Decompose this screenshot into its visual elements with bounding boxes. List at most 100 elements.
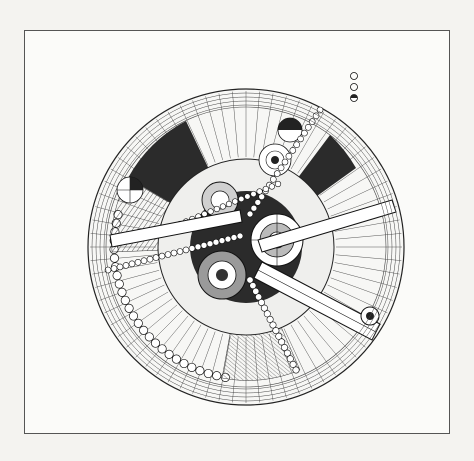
inner-bead — [289, 360, 297, 368]
inner-bead — [182, 246, 190, 254]
radial-spoke — [332, 270, 397, 288]
inner-bead — [285, 152, 293, 160]
inner-bead — [230, 234, 238, 241]
radial-spoke — [327, 284, 388, 314]
inner-bead — [218, 237, 226, 244]
inner-bead — [212, 238, 220, 246]
radial-spoke — [110, 291, 169, 326]
inner-bead — [224, 235, 232, 243]
outer-bead — [120, 295, 130, 305]
radial-spoke — [145, 315, 189, 367]
radial-spoke — [330, 193, 393, 217]
inner-bead — [238, 195, 245, 203]
radial-spoke — [167, 324, 202, 383]
radial-spoke — [323, 168, 382, 203]
inner-bead — [158, 252, 166, 260]
inner-bead — [122, 262, 130, 269]
inner-bead — [134, 258, 142, 266]
outer-bead — [203, 368, 213, 379]
radial-spoke — [205, 96, 223, 161]
inner-bead — [260, 304, 268, 312]
outer-bead — [124, 303, 134, 313]
radial-spoke — [290, 111, 325, 170]
inner-bead — [254, 199, 262, 206]
radial-spoke — [99, 277, 162, 301]
inner-bead — [268, 183, 276, 190]
inner-bead — [116, 263, 124, 271]
outer-bead — [133, 318, 143, 328]
diagonal-bar-lower-right — [253, 261, 381, 341]
inner-bead — [219, 203, 226, 210]
inner-bead — [246, 276, 254, 284]
radial-spoke — [192, 331, 216, 394]
inner-bead — [128, 260, 136, 268]
inner-bead — [272, 327, 280, 335]
rosette-left — [197, 250, 247, 300]
inner-bead — [213, 205, 220, 213]
outer-bead — [128, 311, 139, 321]
inner-bead — [244, 193, 251, 200]
inner-bead — [104, 266, 112, 274]
outer-bead — [139, 325, 149, 335]
inner-bead — [281, 158, 289, 166]
radial-spoke — [335, 254, 402, 261]
outer-bead — [171, 354, 181, 364]
staff-arc — [103, 104, 389, 390]
inner-bead — [273, 170, 281, 177]
staff-arc — [91, 92, 401, 402]
outer-bead — [212, 371, 222, 381]
inner-bead — [194, 243, 202, 251]
inner-bead — [188, 245, 196, 252]
staff-arc — [95, 96, 397, 398]
inner-bead — [262, 185, 269, 193]
radial-spoke — [309, 310, 357, 358]
inner-bead — [207, 208, 214, 215]
radial-spoke — [232, 91, 239, 158]
staff-arc — [99, 100, 393, 394]
radial-spoke — [297, 119, 336, 174]
radial-spoke — [156, 320, 195, 375]
inner-bead — [236, 232, 244, 240]
inner-bead — [301, 129, 308, 137]
outer-bead — [164, 349, 174, 359]
inner-bead — [263, 310, 271, 318]
radial-spoke — [327, 180, 388, 210]
inner-bead — [140, 257, 148, 265]
inner-bead — [304, 124, 312, 131]
inner-bead — [266, 315, 274, 323]
inner-bead — [249, 282, 257, 290]
radial-spoke — [90, 254, 157, 261]
legend-icons — [350, 72, 358, 102]
inner-bead — [232, 198, 239, 205]
radial-spoke — [335, 233, 402, 240]
inner-bead — [316, 106, 324, 114]
inner-bead — [152, 254, 160, 261]
inner-bead — [170, 249, 178, 257]
inner-bead — [297, 135, 304, 143]
outer-bead — [187, 362, 197, 372]
inner-bead — [255, 293, 263, 301]
inner-bead — [286, 355, 294, 363]
outer-bead — [179, 358, 189, 369]
rosette-left-small — [116, 176, 144, 204]
inner-bead — [146, 255, 154, 263]
radial-spoke — [126, 304, 178, 348]
radial-spoke — [205, 333, 223, 398]
inner-bead — [110, 265, 118, 272]
radial-spoke — [253, 91, 260, 158]
outer-bead — [114, 279, 124, 289]
radial-spoke — [283, 328, 313, 389]
inner-bead — [256, 188, 263, 195]
inner-bead — [246, 210, 254, 218]
radial-spoke — [135, 310, 183, 358]
radial-spoke — [118, 298, 173, 337]
inner-bead — [200, 242, 208, 249]
inner-bead — [278, 338, 286, 346]
outer-bead — [195, 366, 205, 376]
inner-bead — [225, 200, 233, 208]
radial-spoke — [218, 93, 231, 159]
radial-spoke — [297, 320, 336, 375]
inner-bead — [274, 180, 282, 188]
inner-bead — [257, 298, 265, 306]
